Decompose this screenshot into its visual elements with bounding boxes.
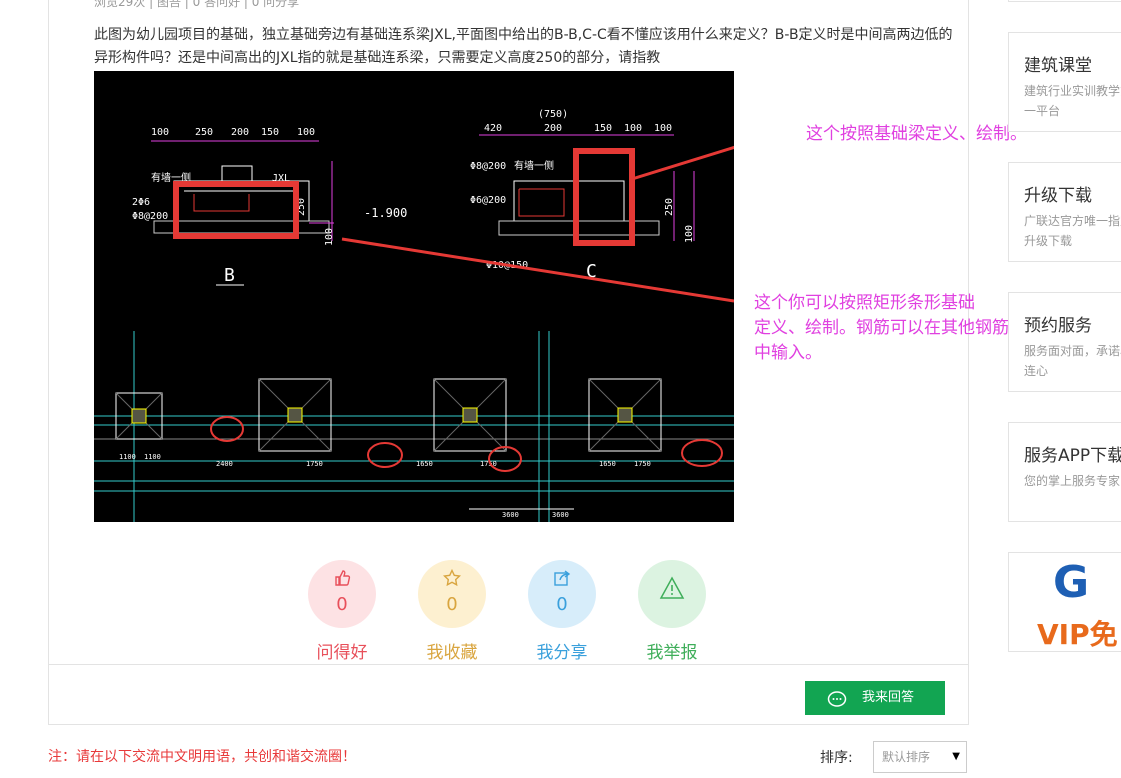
label-h250-b: 250 <box>296 198 307 216</box>
thumbs-up-icon <box>308 569 376 591</box>
answer-button-label: 我来回答 <box>861 690 914 705</box>
label-h100-b: 100 <box>324 228 335 246</box>
favorite-circle[interactable]: 0 <box>418 560 486 628</box>
star-icon <box>418 568 486 591</box>
favorite-count: 0 <box>446 594 458 615</box>
section-b-labels: 100 250 200 150 100 有墙一侧 JXL 2Φ6 Φ8@200 … <box>132 127 407 286</box>
share-count: 0 <box>556 594 568 615</box>
dim-b-1: 100 <box>151 127 169 138</box>
sidebar-title: 升级下载 <box>1024 186 1092 206</box>
sidebar-item-appointment[interactable]: 预约服务 服务面对面，承诺心连心 <box>1008 292 1121 392</box>
report-circle[interactable] <box>638 560 706 628</box>
logo-letter: G <box>1053 557 1090 608</box>
glodon-logo: G <box>1053 557 1089 608</box>
annotation-arrow-1 <box>631 145 734 181</box>
label-rebar-4: Φ6@200 <box>470 195 506 206</box>
plan-dim-3: 2400 <box>216 460 233 468</box>
sidebar-top-card[interactable] <box>1008 0 1121 2</box>
sidebar-item-classroom[interactable]: 建筑课堂 建筑行业实训教学第一平台 <box>1008 32 1121 132</box>
plan-dim-4: 1750 <box>306 460 323 468</box>
sidebar-vip-banner[interactable]: G VIP免 <box>1008 552 1121 652</box>
like-circle[interactable]: 0 <box>308 560 376 628</box>
label-rebar-2: Φ8@200 <box>132 211 168 222</box>
annotation-note-2-line-2: 定义、绘制。钢筋可以在其他钢筋 <box>754 318 1009 338</box>
question-text: 此图为幼儿园项目的基础，独立基础旁边有基础连系梁JXL,平面图中给出的B-B,C… <box>94 27 953 66</box>
dim-c-3: 150 <box>594 123 612 134</box>
cad-drawing-image[interactable]: 100 250 200 150 100 有墙一侧 JXL 2Φ6 Φ8@200 … <box>94 71 734 522</box>
label-h100-c: 100 <box>684 225 695 243</box>
annotation-note-2-line-1: 这个你可以按照矩形条形基础 <box>754 293 975 313</box>
like-count: 0 <box>336 594 348 615</box>
label-section-c: C <box>586 261 597 282</box>
favorite-action[interactable]: 0 我收藏 <box>417 560 487 663</box>
plan-view <box>94 331 734 522</box>
dim-c-1: 420 <box>484 123 502 134</box>
sidebar-desc: 广联达官方唯一指定升级下载 <box>1024 214 1121 248</box>
sort-selected: 默认排序 <box>882 750 931 764</box>
label-section-b: B <box>224 265 235 286</box>
annotation-arrow-2 <box>341 237 734 303</box>
answer-button[interactable]: 我来回答 <box>805 681 945 715</box>
sort-label: 排序: <box>820 750 853 766</box>
plan-axis-2: 3600 <box>552 511 569 519</box>
plan-axis-1: 3600 <box>502 511 519 519</box>
sidebar-title: 建筑课堂 <box>1024 56 1092 76</box>
share-icon <box>528 569 596 591</box>
report-action[interactable]: 我举报 <box>637 560 707 663</box>
plan-dim-1: 1100 <box>119 453 136 461</box>
highlight-box-b <box>173 181 299 239</box>
vip-text: VIP免 <box>1037 618 1118 651</box>
annotation-note-2: 这个你可以按照矩形条形基础 定义、绘制。钢筋可以在其他钢筋 中输入。 <box>754 291 1009 366</box>
dim-b-2: 250 <box>195 127 213 138</box>
label-rebar-3: Φ8@200 <box>470 161 506 172</box>
dim-b-4: 150 <box>261 127 279 138</box>
plan-dim-7: 1650 <box>599 460 616 468</box>
plan-dim-8: 1750 <box>634 460 651 468</box>
plan-dims: 1100 1100 2400 1750 1650 1750 1650 1750 … <box>119 453 651 519</box>
label-wall-c: 有墙一侧 <box>514 159 554 172</box>
question-meta: 浏览29次 | 图吾 | 0 答问好 | 0 问分享 <box>94 0 300 9</box>
dim-c-0: (750) <box>538 109 568 120</box>
caret-down-icon: ▼ <box>952 751 960 762</box>
favorite-label[interactable]: 我收藏 <box>426 643 478 663</box>
red-markup-circles <box>210 416 723 472</box>
plan-dim-6: 1750 <box>480 460 497 468</box>
label-h250-c: 250 <box>664 198 675 216</box>
dim-c-5: 100 <box>654 123 672 134</box>
civility-notice: 注：请在以下交流中文明用语，共创和谐交流圈！ <box>48 749 356 765</box>
sidebar-desc: 您的掌上服务专家 <box>1024 474 1121 488</box>
label-wall-b: 有墙一侧 <box>151 171 191 184</box>
share-circle[interactable]: 0 <box>528 560 596 628</box>
sidebar-title: 服务APP下载 <box>1024 446 1121 466</box>
share-action[interactable]: 0 我分享 <box>527 560 597 663</box>
card-divider <box>48 664 969 665</box>
label-elev: -1.900 <box>364 206 407 220</box>
like-action[interactable]: 0 问得好 <box>307 560 377 663</box>
dim-c-4: 100 <box>624 123 642 134</box>
annotation-note-1: 这个按照基础梁定义、绘制。 <box>806 124 1027 144</box>
dim-b-3: 200 <box>231 127 249 138</box>
chat-icon <box>827 689 847 707</box>
plan-dim-5: 1650 <box>416 460 433 468</box>
label-rebar-1: 2Φ6 <box>132 197 150 208</box>
sort-select[interactable]: 默认排序 ▼ <box>873 741 967 773</box>
report-label[interactable]: 我举报 <box>646 643 698 663</box>
dim-b-5: 100 <box>297 127 315 138</box>
dim-c-2: 200 <box>544 123 562 134</box>
sidebar-item-download[interactable]: 升级下载 广联达官方唯一指定升级下载 <box>1008 162 1121 262</box>
annotation-note-2-line-3: 中输入。 <box>754 343 822 363</box>
label-jxl: JXL <box>272 173 290 184</box>
plan-dim-2: 1100 <box>144 453 161 461</box>
highlight-box-c <box>573 148 635 246</box>
like-label[interactable]: 问得好 <box>316 643 368 663</box>
share-label[interactable]: 我分享 <box>536 643 588 663</box>
sidebar-item-app[interactable]: 服务APP下载 您的掌上服务专家 <box>1008 422 1121 522</box>
sidebar-desc: 建筑行业实训教学第一平台 <box>1024 84 1121 118</box>
sidebar-desc: 服务面对面，承诺心连心 <box>1024 344 1121 378</box>
sidebar-title: 预约服务 <box>1024 316 1092 336</box>
warning-icon <box>638 576 706 604</box>
